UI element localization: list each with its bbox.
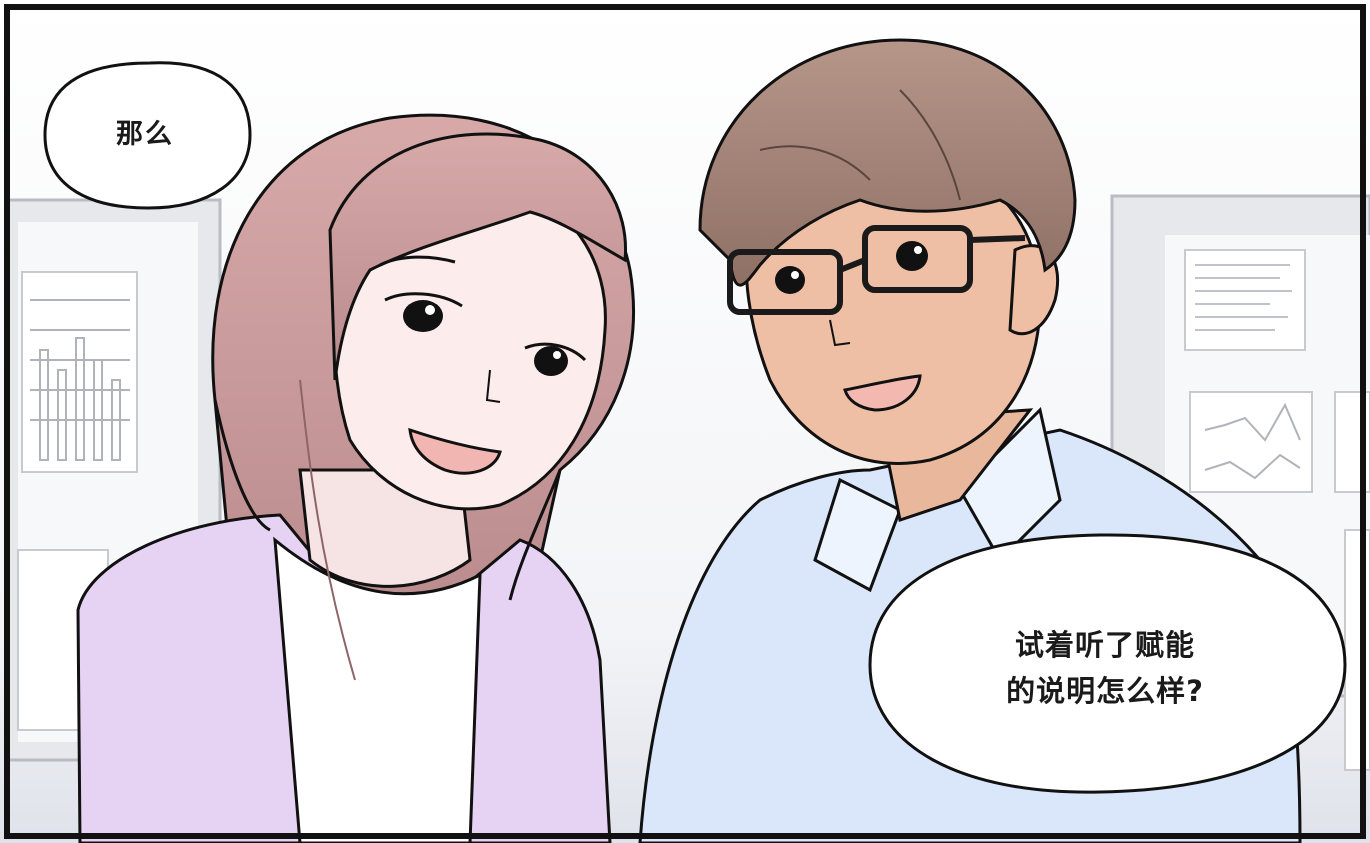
document-lines-icon bbox=[1195, 264, 1292, 331]
woman-left-eye bbox=[403, 300, 443, 332]
glasses-icon bbox=[727, 225, 1026, 315]
man-right-eye bbox=[896, 241, 928, 271]
woman-character bbox=[76, 113, 635, 843]
speech-line: 那么 bbox=[116, 119, 174, 150]
line-graph-icon bbox=[1204, 402, 1301, 442]
speech-line: 的说明怎么样? bbox=[1006, 674, 1204, 708]
speech-bubble-left bbox=[43, 61, 252, 210]
woman-right-eye bbox=[534, 346, 568, 376]
panel-border bbox=[4, 4, 1366, 839]
woman-mouth bbox=[408, 427, 502, 475]
man-mouth bbox=[843, 374, 922, 412]
speech-bubble-right bbox=[868, 533, 1347, 794]
man-left-eye bbox=[775, 266, 805, 294]
speech-text-right: 试着听了赋能 的说明怎么样? bbox=[930, 622, 1280, 714]
speech-text-left: 那么 bbox=[70, 112, 220, 151]
bar-graph-icon bbox=[30, 299, 130, 461]
speech-line: 试着听了赋能 bbox=[1014, 628, 1195, 662]
